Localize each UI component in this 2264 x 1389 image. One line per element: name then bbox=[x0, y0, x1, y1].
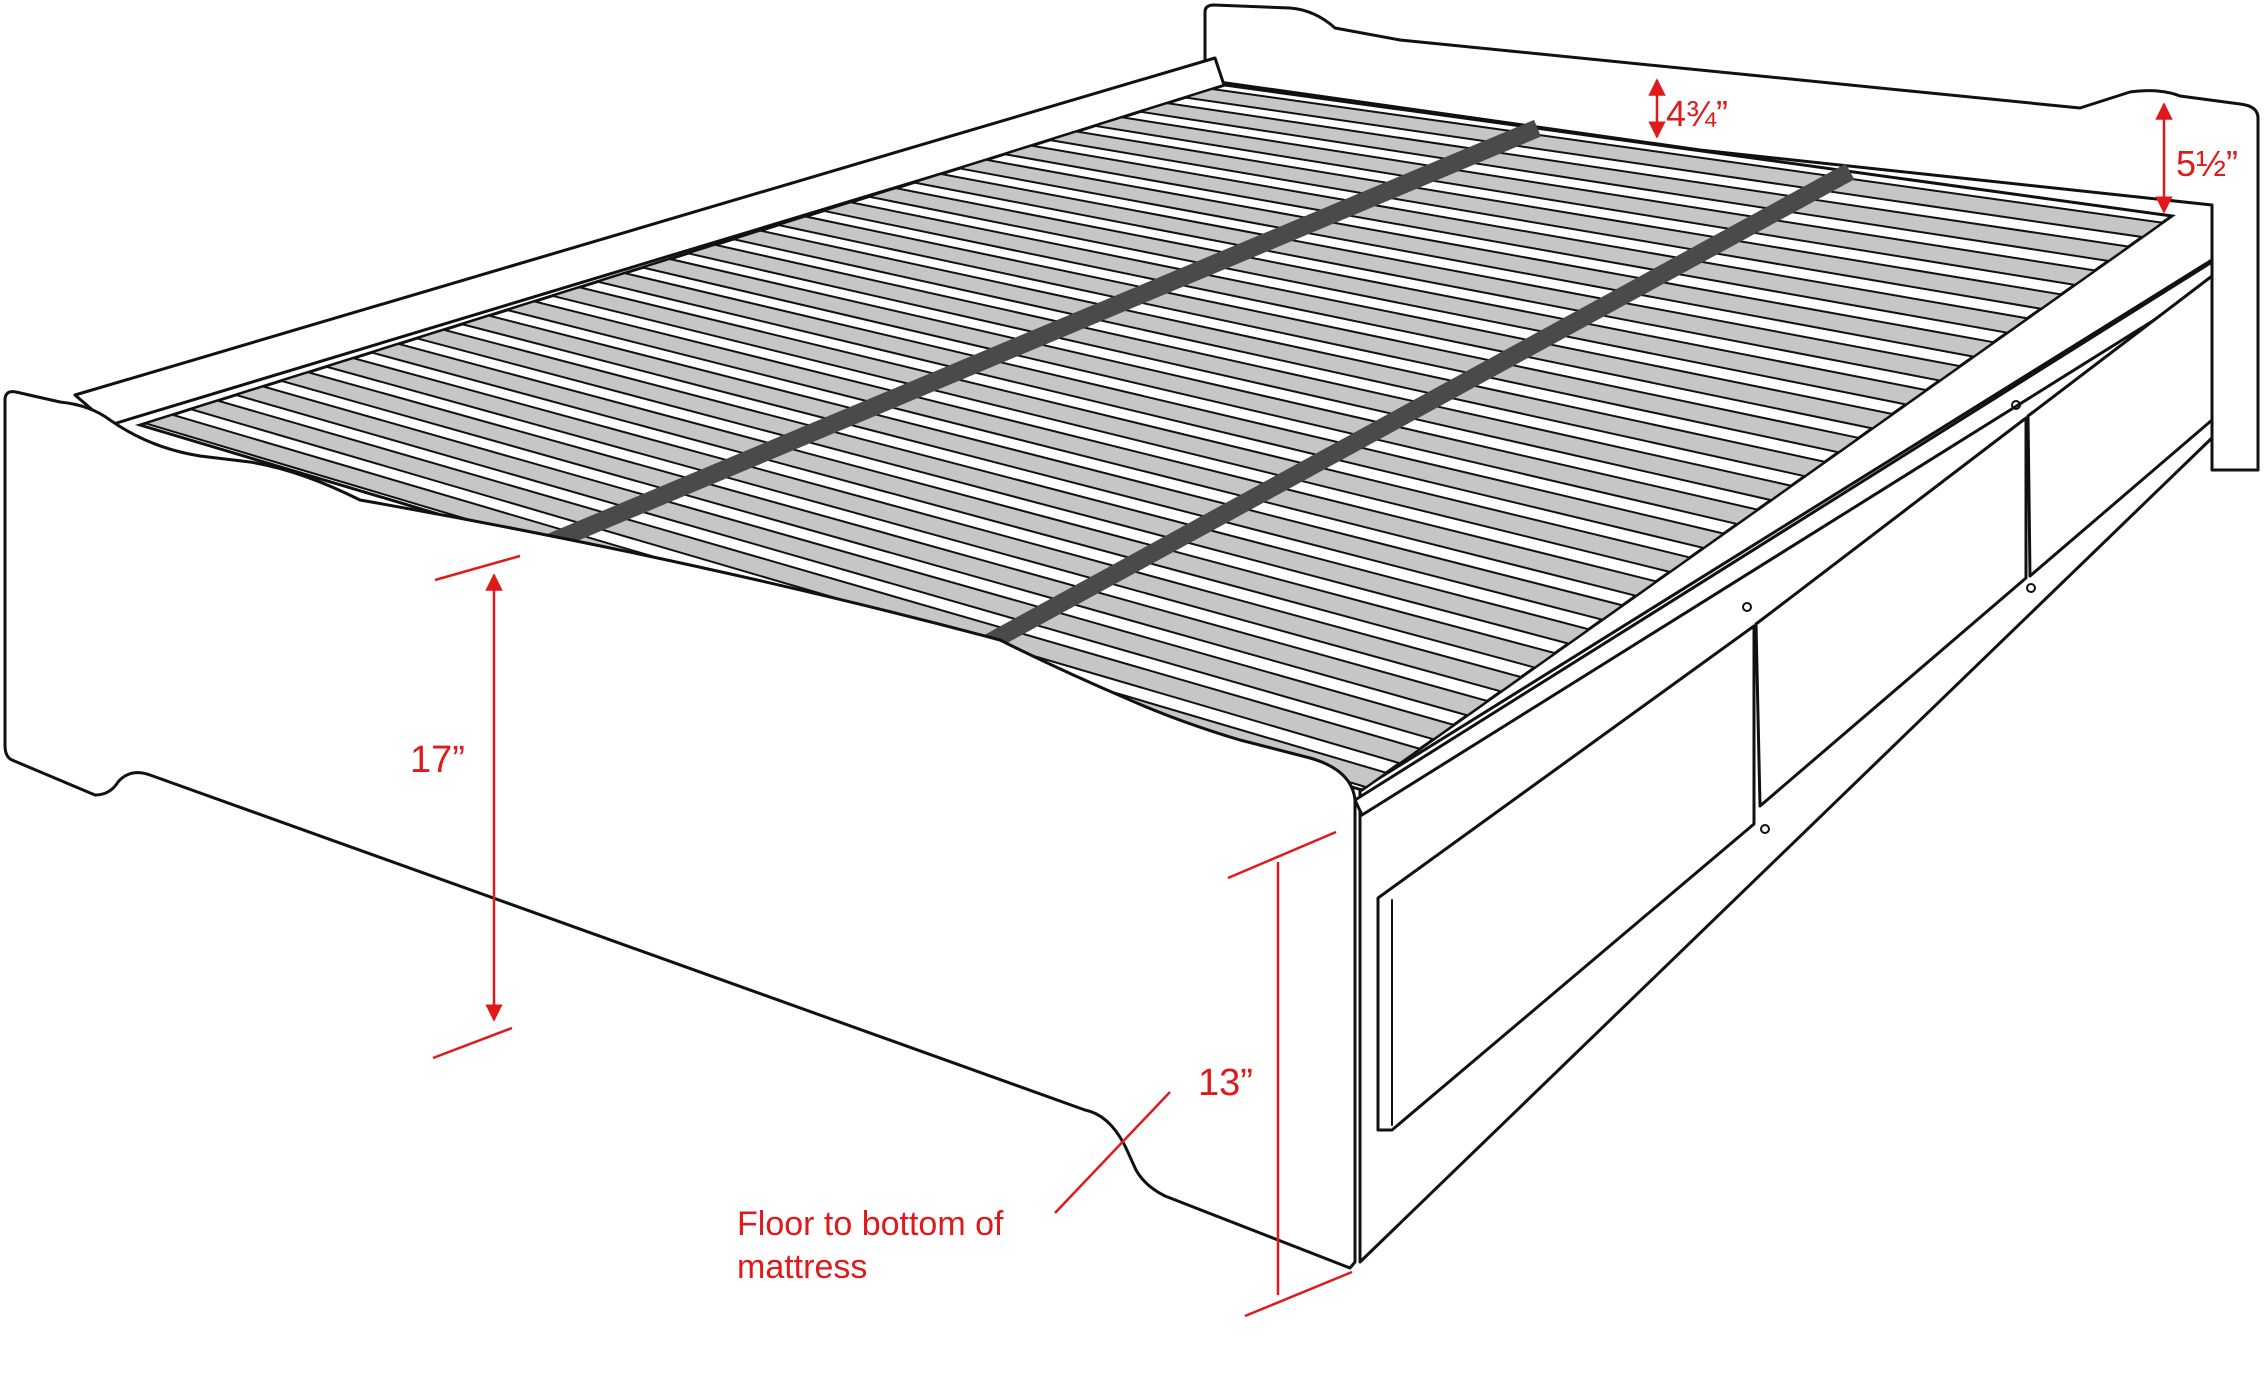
dimension-label-17: 17” bbox=[410, 739, 465, 781]
dimension-label-4-3-4: 4¾” bbox=[1666, 93, 1728, 134]
drawers bbox=[1376, 274, 2214, 1132]
headboard bbox=[1203, 3, 2260, 472]
dimension-4-3-4: 4¾” bbox=[1648, 78, 1728, 139]
drawer bbox=[1742, 416, 2028, 834]
annotation-line-2: mattress bbox=[737, 1248, 867, 1286]
footboard bbox=[3, 390, 1357, 1270]
dimension-17: 17” bbox=[410, 554, 521, 1060]
slat-platform bbox=[134, 83, 2176, 792]
support-beam bbox=[942, 163, 1855, 674]
dimension-13: 13” Floor to bottom of mattress bbox=[737, 830, 1353, 1318]
annotation-line-1: Floor to bottom of bbox=[737, 1205, 1004, 1243]
drawer bbox=[1376, 624, 1756, 1132]
dimension-label-5-1-2: 5½” bbox=[2176, 143, 2238, 184]
dimension-5-1-2: 5½” bbox=[2155, 102, 2238, 214]
dimension-label-13: 13” bbox=[1198, 1062, 1253, 1104]
support-beam bbox=[539, 119, 1541, 554]
